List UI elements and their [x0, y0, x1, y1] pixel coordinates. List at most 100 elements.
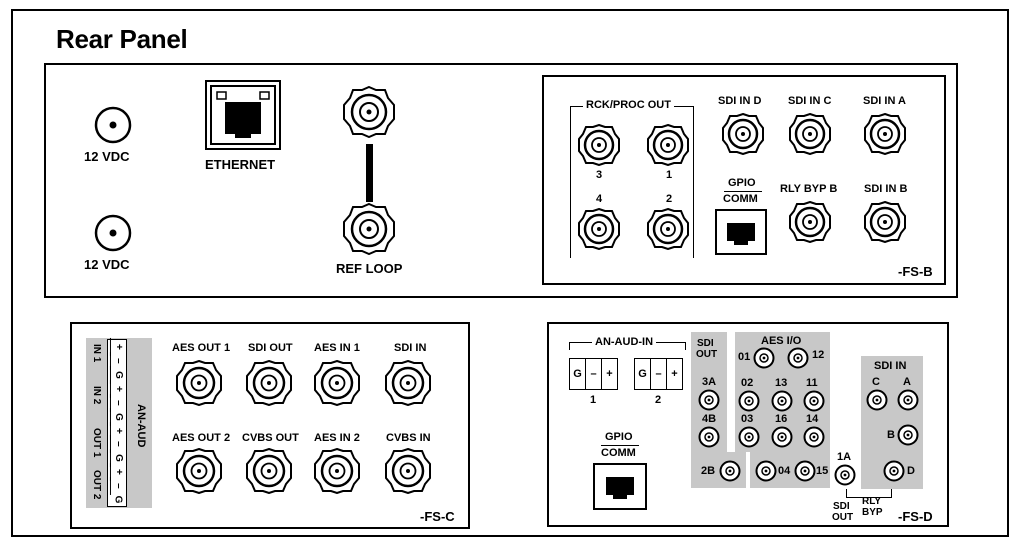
fs-c-label: -FS-C — [420, 509, 455, 524]
tb-pin: – — [651, 359, 667, 389]
gpio-comm-divider — [724, 191, 762, 192]
terminal-1-label: 1 — [590, 394, 597, 406]
ethernet-port-icon[interactable] — [205, 80, 281, 150]
bnc-connector-icon[interactable] — [385, 360, 431, 406]
gpio-port-icon[interactable] — [593, 463, 647, 510]
mini-bnc-icon[interactable] — [719, 460, 741, 482]
mini-bnc-icon[interactable] — [834, 464, 856, 486]
bnc-connector-icon[interactable] — [314, 360, 360, 406]
bnc-connector-icon[interactable] — [385, 448, 431, 494]
tb-pin: G — [570, 359, 586, 389]
sdi-out-label-line1: SDI — [697, 338, 714, 349]
power-jack-icon[interactable] — [94, 106, 132, 144]
mini-bnc-icon[interactable] — [866, 389, 888, 411]
bnc-connector-icon[interactable] — [176, 360, 222, 406]
ref-loop-link — [366, 144, 373, 202]
fs-b-label: -FS-B — [898, 264, 933, 279]
aes-13-label: 13 — [775, 377, 788, 389]
gpio-comm-divider — [601, 445, 639, 446]
sdi-in-c-label: SDI IN C — [788, 95, 832, 107]
mini-bnc-icon[interactable] — [794, 460, 816, 482]
mini-bnc-icon[interactable] — [897, 389, 919, 411]
bnc-connector-icon[interactable] — [864, 201, 906, 243]
tb-pin: + — [671, 368, 678, 380]
ref-loop-label: REF LOOP — [336, 261, 403, 276]
tb-pin: + — [606, 368, 613, 380]
bnc-connector-icon[interactable] — [343, 86, 395, 138]
mini-bnc-icon[interactable] — [803, 426, 825, 448]
comm-label: COMM — [723, 193, 758, 205]
port-4b-label: 4B — [702, 413, 717, 425]
bnc-connector-icon[interactable] — [722, 113, 764, 155]
port-2b-label: 2B — [701, 465, 716, 477]
mini-bnc-icon[interactable] — [787, 347, 809, 369]
mini-bnc-icon[interactable] — [771, 390, 793, 412]
power-label-top: 12 VDC — [84, 149, 130, 164]
bnc-connector-icon[interactable] — [789, 201, 831, 243]
bnc-connector-icon[interactable] — [246, 360, 292, 406]
mini-bnc-icon[interactable] — [883, 460, 905, 482]
aes-03-label: 03 — [741, 413, 754, 425]
sdi-in-label: SDI IN — [874, 360, 907, 372]
sdi-in-a-label: SDI IN A — [863, 95, 906, 107]
sdi-out-label-line2: OUT — [696, 349, 718, 360]
an-aud-terminal[interactable]: + – G + – G + – G + – G — [107, 337, 127, 507]
port-1a-label: 1A — [837, 451, 852, 463]
sdi-in-d-label: SDI IN D — [718, 95, 762, 107]
mini-bnc-icon[interactable] — [698, 426, 720, 448]
rly-label: RLY — [862, 496, 882, 507]
aes-in-1-label: AES IN 1 — [314, 342, 360, 354]
mini-bnc-icon[interactable] — [897, 424, 919, 446]
port-c-label: C — [872, 376, 880, 388]
an-aud-label: AN-AUD — [135, 404, 147, 448]
group-label-in2: IN 2 — [91, 386, 102, 405]
power-label-bottom: 12 VDC — [84, 257, 130, 272]
group-label-out2: OUT 2 — [91, 470, 102, 500]
tb-pin: G — [635, 359, 651, 389]
bnc-connector-icon[interactable] — [647, 208, 689, 250]
an-aud-in-label: AN-AUD-IN — [592, 337, 657, 348]
aes-15-label: 15 — [816, 465, 829, 477]
port-d-label: D — [907, 465, 915, 477]
mini-bnc-icon[interactable] — [755, 460, 777, 482]
sdi-out-label: SDI OUT — [248, 342, 293, 354]
rck-proc-out-label: RCK/PROC OUT — [583, 100, 674, 111]
bnc-connector-icon[interactable] — [246, 448, 292, 494]
mini-bnc-icon[interactable] — [803, 390, 825, 412]
rck-port-label: 4 — [596, 193, 603, 205]
rly-byp-b-label: RLY BYP B — [780, 183, 838, 195]
bnc-connector-icon[interactable] — [789, 113, 831, 155]
aes-16-label: 16 — [775, 413, 788, 425]
audio-terminal-1[interactable]: G – + — [569, 358, 618, 390]
audio-terminal-2[interactable]: G – + — [634, 358, 683, 390]
mini-bnc-icon[interactable] — [753, 347, 775, 369]
byp-label: BYP — [862, 507, 883, 518]
rck-port-label: 1 — [666, 169, 673, 181]
aes-out-1-label: AES OUT 1 — [172, 342, 231, 354]
bnc-connector-icon[interactable] — [343, 203, 395, 255]
cvbs-in-label: CVBS IN — [386, 432, 431, 444]
sdi-out-bottom-line1: SDI — [833, 501, 850, 512]
mini-bnc-icon[interactable] — [738, 426, 760, 448]
gpio-label: GPIO — [605, 431, 633, 443]
power-jack-icon[interactable] — [94, 214, 132, 252]
bnc-connector-icon[interactable] — [647, 124, 689, 166]
sdi-in-b-label: SDI IN B — [864, 183, 908, 195]
sdi-out-bottom-line2: OUT — [832, 512, 854, 523]
mini-bnc-icon[interactable] — [738, 390, 760, 412]
aes-in-2-label: AES IN 2 — [314, 432, 360, 444]
bnc-connector-icon[interactable] — [176, 448, 222, 494]
bnc-connector-icon[interactable] — [314, 448, 360, 494]
aes-14-label: 14 — [806, 413, 819, 425]
ethernet-label: ETHERNET — [205, 157, 276, 172]
bnc-connector-icon[interactable] — [578, 208, 620, 250]
rck-port-label: 3 — [596, 169, 603, 181]
gpio-port-icon[interactable] — [715, 209, 767, 255]
gpio-label: GPIO — [728, 177, 756, 189]
bnc-connector-icon[interactable] — [864, 113, 906, 155]
aes-01-label: 01 — [738, 351, 751, 363]
bnc-connector-icon[interactable] — [578, 124, 620, 166]
mini-bnc-icon[interactable] — [698, 389, 720, 411]
cvbs-out-label: CVBS OUT — [242, 432, 299, 444]
mini-bnc-icon[interactable] — [771, 426, 793, 448]
